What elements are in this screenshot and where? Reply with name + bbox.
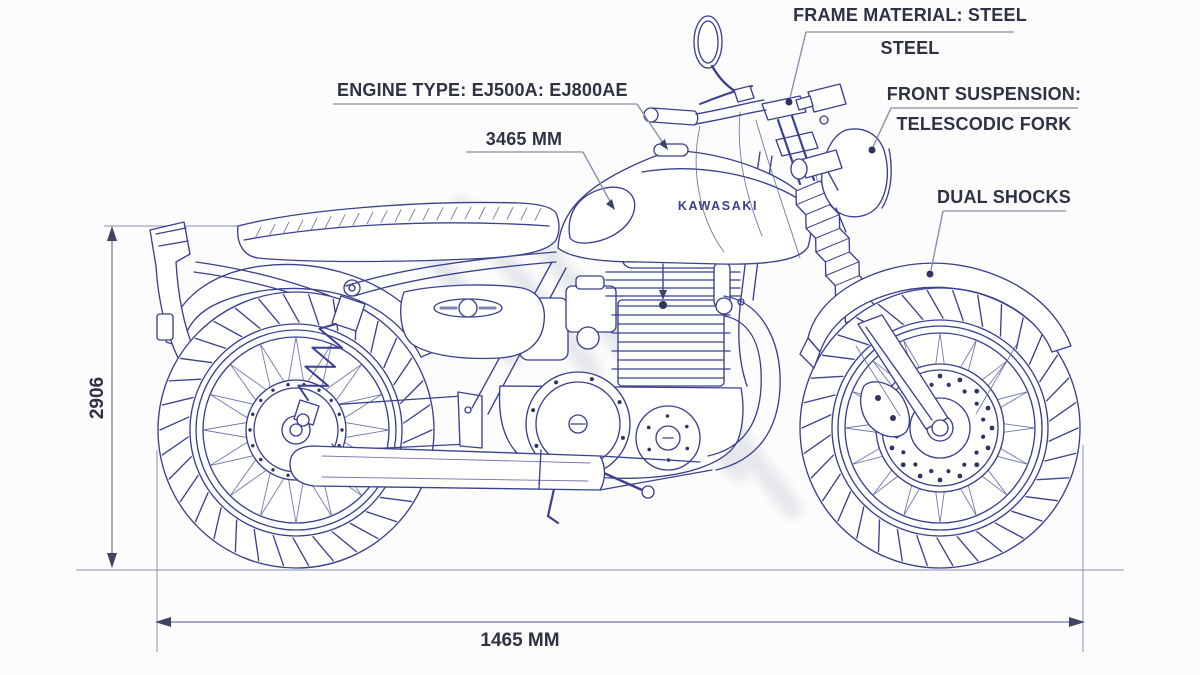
callout-dual-shocks: DUAL SHOCKS (926, 187, 1071, 278)
turn-signal (790, 149, 843, 191)
side-cover-panel (400, 284, 546, 360)
dual-shocks-label: DUAL SHOCKS (937, 187, 1071, 207)
callout-engine-type: ENGINE TYPE: EJ500A: EJ800AE (333, 80, 668, 150)
instrument-cluster (795, 83, 847, 125)
dim-3465-label: 3465 MM (486, 129, 562, 149)
rear-reflector (156, 313, 174, 341)
wheelbase-dimension-value: 1465 MM (480, 630, 559, 651)
motorcycle-drawing: KAWASAKI (149, 15, 1081, 569)
rear-shock-absorber (293, 279, 366, 427)
fuel-cap (653, 143, 689, 157)
callout-frame-material: FRAME MATERIAL: STEEL STEEL (785, 5, 1027, 106)
callout-front-suspension: FRONT SUSPENSION: TELESCODIC FORK (868, 84, 1081, 154)
height-dimension-value: 2906 (87, 377, 108, 419)
footpeg (641, 485, 655, 499)
front-fender (799, 262, 1072, 417)
tank-badge-text: KAWASAKI (678, 199, 758, 213)
handlebar (643, 15, 767, 126)
callout-3465mm: 3465 MM (466, 129, 615, 210)
exhaust-system (289, 295, 781, 491)
mirror (693, 15, 723, 69)
front-suspension-line1: FRONT SUSPENSION: (887, 84, 1081, 104)
front-suspension-line2: TELESCODIC FORK (896, 114, 1071, 134)
carburetor (565, 285, 617, 333)
cylinder-block (617, 299, 725, 387)
seat (237, 201, 560, 263)
frame-material-line2: STEEL (880, 38, 939, 58)
frame-material-line1: FRAME MATERIAL: STEEL (793, 5, 1027, 25)
engine-type-label: ENGINE TYPE: EJ500A: EJ800AE (337, 80, 628, 100)
dimension-lines: 2906 1465 MM (76, 225, 1124, 652)
brake-caliper (859, 381, 911, 438)
fork-slider-caliper (857, 314, 949, 438)
